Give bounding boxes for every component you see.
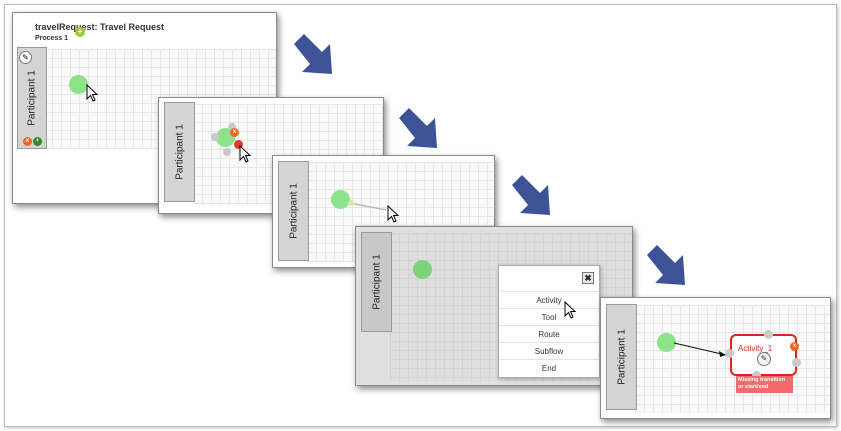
node-type-menu: ✖ Activity Tool Route Subflow End xyxy=(498,265,600,378)
start-node[interactable] xyxy=(413,260,432,279)
menu-item-subflow[interactable]: Subflow xyxy=(499,342,599,359)
process-editor-panel-5: Participant 1 xyxy=(600,297,831,419)
add-lane-icon[interactable]: + xyxy=(33,137,42,146)
menu-item-end[interactable]: End xyxy=(499,359,599,376)
lane-label: Participant 1 xyxy=(616,329,627,385)
delete-node-icon[interactable]: x xyxy=(230,128,239,137)
start-node[interactable] xyxy=(657,333,676,352)
transition-line xyxy=(348,200,387,211)
lane-label: Participant 1 xyxy=(174,124,185,180)
edit-activity-icon[interactable]: ✎ xyxy=(757,352,771,366)
menu-item-route[interactable]: Route xyxy=(499,325,599,342)
lane-header-3[interactable]: Participant 1 xyxy=(278,161,309,261)
connection-handle[interactable] xyxy=(725,349,734,358)
activity-node[interactable]: Activity_1 ✎ xyxy=(730,334,797,376)
transition-arrow xyxy=(673,342,727,357)
error-tooltip: Missing transition or start/end xyxy=(736,376,793,393)
connection-handle[interactable] xyxy=(228,123,236,131)
delete-activity-icon[interactable]: x xyxy=(790,342,799,351)
step-arrow-icon xyxy=(294,34,332,74)
process-tab[interactable]: Process 1 xyxy=(35,35,69,42)
start-node[interactable] xyxy=(69,75,88,94)
edit-lane-icon[interactable]: ✎ xyxy=(19,51,32,64)
cursor-icon xyxy=(86,84,98,102)
step-arrow-icon xyxy=(512,175,550,215)
step-arrow-icon xyxy=(399,108,437,148)
lane-header-2[interactable]: Participant 1 xyxy=(164,102,195,202)
delete-lane-icon[interactable]: x xyxy=(23,137,32,146)
activity-label: Activity_1 xyxy=(738,344,773,353)
lane-label: Participant 1 xyxy=(26,70,38,126)
step-arrow-icon xyxy=(647,245,685,285)
start-node[interactable] xyxy=(331,190,350,209)
lane-label: Participant 1 xyxy=(371,254,382,310)
drag-handle[interactable] xyxy=(234,140,243,149)
lane-header-4[interactable]: Participant 1 xyxy=(361,232,392,332)
cursor-icon xyxy=(564,301,576,319)
cursor-icon xyxy=(239,145,251,163)
close-icon[interactable]: ✖ xyxy=(582,272,594,284)
cursor-icon xyxy=(387,205,399,223)
connection-handle[interactable] xyxy=(764,330,773,339)
lane-header-5[interactable]: Participant 1 xyxy=(606,304,637,410)
lane-label: Participant 1 xyxy=(288,183,299,239)
lane-header-1[interactable]: Participant 1 xyxy=(17,47,47,149)
connection-handle[interactable] xyxy=(211,133,219,141)
process-title: travelRequest: Travel Request xyxy=(35,22,165,32)
connection-handle[interactable] xyxy=(223,148,231,156)
menu-item-activity[interactable]: Activity xyxy=(499,291,599,308)
add-process-button[interactable]: + xyxy=(75,27,85,37)
connection-handle[interactable] xyxy=(752,371,761,380)
connection-handle[interactable] xyxy=(792,358,801,367)
menu-item-tool[interactable]: Tool xyxy=(499,308,599,325)
